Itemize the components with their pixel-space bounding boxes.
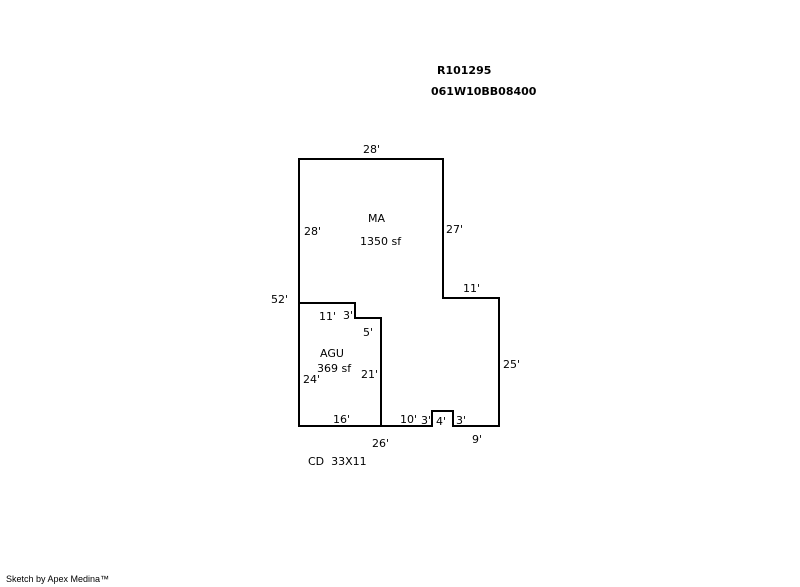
dim-agu-right: 21' bbox=[361, 368, 378, 381]
dim-agu-top: 11' bbox=[319, 310, 336, 323]
dim-agu-notch: 3' bbox=[343, 309, 353, 322]
dim-right: 25' bbox=[503, 358, 520, 371]
dim-bottom-right: 9' bbox=[472, 433, 482, 446]
dim-bottom-b: 3' bbox=[421, 414, 431, 427]
area-agu-code: AGU bbox=[320, 347, 344, 360]
footer-credit: Sketch by Apex Medina™ bbox=[6, 574, 110, 584]
agu-outline bbox=[299, 302, 382, 426]
area-ma-size: 1350 sf bbox=[360, 235, 402, 248]
dim-bottom-total: 26' bbox=[372, 437, 389, 450]
dim-agu-notch-down: 5' bbox=[363, 326, 373, 339]
dim-bottom-c: 3' bbox=[456, 414, 466, 427]
dim-agu-left: 24' bbox=[303, 373, 320, 386]
dim-ma-left: 28' bbox=[304, 225, 321, 238]
dim-bump: 4' bbox=[436, 415, 446, 428]
dim-bottom-a: 10' bbox=[400, 413, 417, 426]
cd-note: CD 33X11 bbox=[308, 455, 367, 468]
parcel-id: R101295 bbox=[437, 64, 491, 77]
dim-agu-bottom: 16' bbox=[333, 413, 350, 426]
area-agu-size: 369 sf bbox=[317, 362, 352, 375]
map-number: 061W10BB08400 bbox=[431, 85, 537, 98]
dim-step-top: 11' bbox=[463, 282, 480, 295]
dim-ma-right: 27' bbox=[446, 223, 463, 236]
area-ma-code: MA bbox=[368, 212, 385, 225]
ma-outline bbox=[298, 158, 500, 427]
dim-left-total: 52' bbox=[271, 293, 288, 306]
dim-top: 28' bbox=[363, 143, 380, 156]
